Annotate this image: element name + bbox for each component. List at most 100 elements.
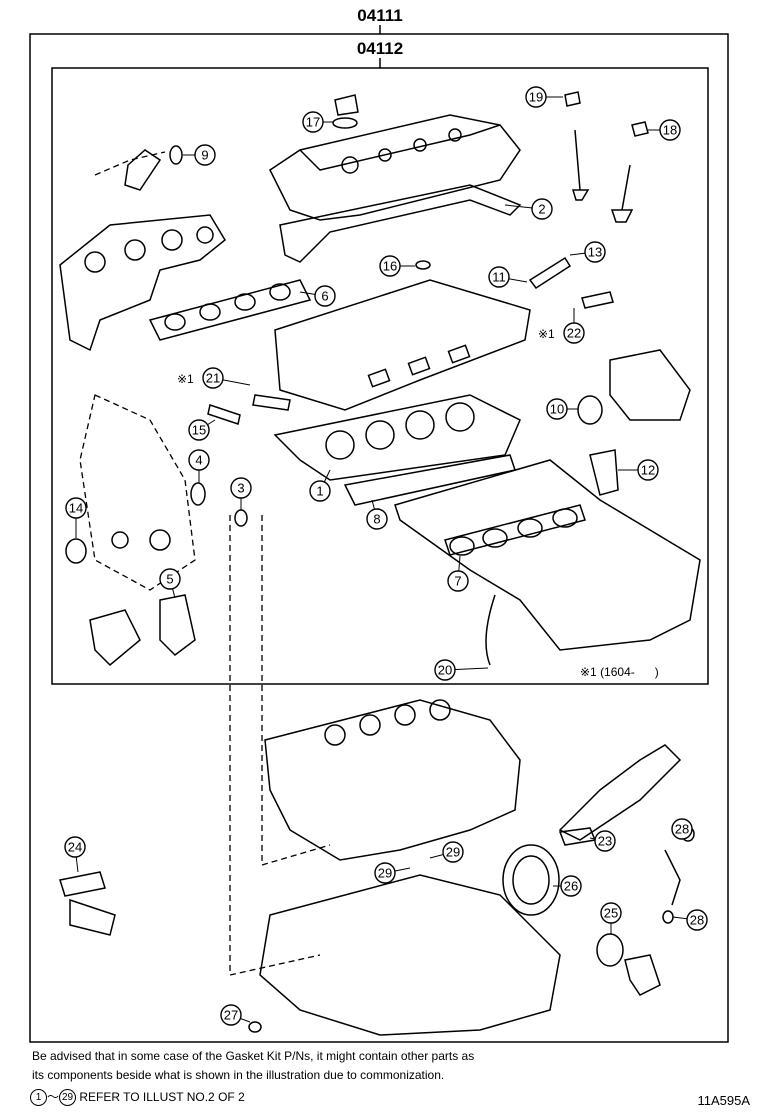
mark-21: ※1	[177, 372, 194, 386]
callout-16: 16	[379, 255, 415, 277]
svg-text:29: 29	[378, 866, 392, 881]
svg-text:22: 22	[567, 326, 581, 341]
gasket-24	[59, 871, 106, 897]
water-inlet	[624, 954, 661, 996]
ref-to-number: 29	[59, 1089, 77, 1107]
footnote-mark: ※1 (1604- )	[580, 665, 659, 679]
svg-text:12: 12	[641, 463, 655, 478]
callout-29-upper: 29	[429, 841, 464, 863]
svg-text:21: 21	[206, 371, 220, 386]
svg-text:23: 23	[598, 834, 612, 849]
sensor-21	[252, 394, 291, 411]
callout-18: 18	[648, 119, 681, 141]
callout-29-lower: 29	[374, 862, 411, 884]
svg-text:27: 27	[224, 1008, 238, 1023]
callout-22: 22	[563, 308, 585, 344]
callout-10: 10	[546, 398, 578, 420]
callout-14: 14	[65, 497, 87, 538]
svg-text:10: 10	[550, 402, 564, 417]
intake-manifold	[394, 459, 701, 651]
svg-text:15: 15	[192, 423, 206, 438]
callout-24: 24	[64, 836, 86, 873]
callout-4: 4	[188, 449, 210, 483]
ref-text: REFER TO ILLUST NO.2 OF 2	[79, 1090, 245, 1104]
svg-text:20: 20	[438, 663, 452, 678]
inner-kit-frame	[51, 67, 709, 685]
callout-26: 26	[553, 875, 582, 897]
timing-chain-cover	[79, 394, 196, 591]
callout-9: 9	[183, 144, 216, 166]
illustration-code: 11A595A	[697, 1093, 750, 1108]
mark-22: ※1	[538, 327, 555, 341]
callout-20: 20	[434, 659, 489, 681]
svg-text:28: 28	[690, 913, 704, 928]
gasket-23	[558, 827, 597, 846]
svg-text:9: 9	[201, 148, 208, 163]
gasket-5	[159, 594, 196, 656]
svg-text:8: 8	[373, 512, 380, 527]
svg-text:1: 1	[316, 484, 323, 499]
oil-seal-14	[65, 538, 87, 564]
callout-25: 25	[600, 902, 622, 934]
oil-pan	[259, 874, 561, 1036]
sensor	[581, 291, 614, 309]
fuel-injector	[528, 256, 572, 290]
intake-gasket-8	[343, 454, 516, 506]
seal-16	[415, 260, 431, 270]
clamp-28b	[662, 910, 674, 924]
throttle-body	[609, 349, 691, 421]
svg-text:25: 25	[604, 906, 618, 921]
exhaust-valve	[610, 164, 634, 223]
callout-17: 17	[302, 111, 333, 133]
svg-text:2: 2	[538, 202, 545, 217]
svg-text:19: 19	[529, 90, 543, 105]
svg-text:3: 3	[237, 481, 244, 496]
ref-from-number: 1	[30, 1089, 47, 1107]
callout-28-upper: 28	[671, 818, 693, 840]
callout-28-lower: 28	[672, 909, 708, 931]
exhaust-manifold-gasket	[148, 279, 312, 341]
callout-8: 8	[366, 499, 388, 530]
o-ring-4	[190, 482, 206, 506]
callout-21: 21	[202, 367, 251, 389]
part-18	[631, 121, 649, 137]
ref-tilde: ～	[47, 1090, 60, 1104]
hose	[664, 849, 681, 906]
ring-9	[169, 145, 183, 165]
callout-13: 13	[569, 241, 606, 263]
rear-oil-seal	[502, 844, 560, 916]
svg-text:17: 17	[306, 115, 320, 130]
svg-text:26: 26	[564, 879, 578, 894]
cylinder-head-cover	[269, 114, 521, 221]
gasket-12	[589, 449, 619, 496]
part-19	[564, 91, 581, 107]
o-ring-3	[234, 509, 248, 527]
callout-27: 27	[220, 1004, 251, 1026]
svg-text:24: 24	[68, 840, 82, 855]
intake-valve	[571, 129, 590, 201]
callout-7: 7	[447, 555, 469, 592]
svg-text:28: 28	[675, 822, 689, 837]
callout-11: 11	[488, 266, 528, 288]
outer-kit-frame	[29, 33, 729, 1043]
callout-2: 2	[504, 198, 553, 220]
inner-kit-code: 04112	[357, 39, 403, 58]
callout-5: 5	[159, 568, 181, 599]
svg-text:14: 14	[69, 501, 83, 516]
water-pipe	[558, 744, 682, 841]
callout-3: 3	[230, 477, 252, 510]
reference-note: 1～29 REFER TO ILLUST NO.2 OF 2	[30, 1088, 245, 1107]
gasket-20	[485, 594, 496, 666]
bolt	[207, 404, 241, 425]
callout-12: 12	[618, 459, 659, 481]
svg-text:6: 6	[321, 289, 328, 304]
cylinder-head	[274, 279, 531, 411]
svg-text:4: 4	[195, 453, 202, 468]
pump-housing	[89, 609, 141, 667]
exhaust-manifold	[59, 214, 226, 352]
svg-text:29: 29	[446, 845, 460, 860]
outer-kit-code: 04111	[357, 6, 402, 25]
drain-plug-gasket	[248, 1021, 262, 1033]
advisory-note-line1: Be advised that in some case of the Gask…	[32, 1049, 475, 1063]
